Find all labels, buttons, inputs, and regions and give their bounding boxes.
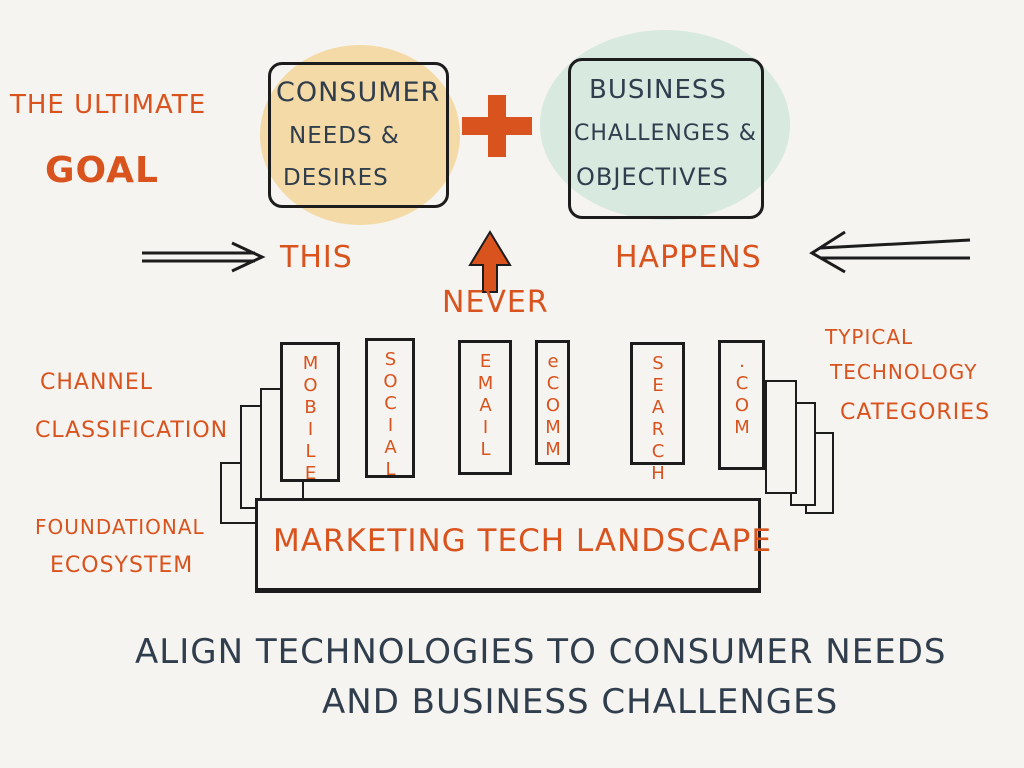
goal-line1: THE ULTIMATE [10, 90, 207, 120]
happens-label: HAPPENS [615, 240, 762, 275]
business-line3: OBJECTIVES [576, 163, 729, 191]
consumer-line3: DESIRES [283, 165, 389, 191]
consumer-needs-box: CONSUMER NEEDS & DESIRES [268, 62, 449, 208]
stack-back-right-0 [765, 380, 797, 494]
up-arrow-icon [468, 230, 512, 293]
plus-icon [462, 95, 532, 157]
consumer-line1: CONSUMER [276, 77, 441, 108]
foundational-line2: ECOSYSTEM [50, 553, 194, 578]
column-mobile: MOBILE [280, 342, 340, 485]
conclusion-line2: AND BUSINESS CHALLENGES [322, 682, 839, 722]
typical-line2: TECHNOLOGY [830, 360, 978, 384]
consumer-line2: NEEDS & [289, 123, 400, 149]
goal-line2: GOAL [45, 150, 159, 191]
column-search: SEARCH [630, 342, 685, 485]
channel-line2: CLASSIFICATION [35, 418, 229, 443]
right-arrow-icon [809, 230, 971, 274]
business-challenges-box: BUSINESS CHALLENGES & OBJECTIVES [568, 58, 764, 219]
business-line1: BUSINESS [589, 75, 727, 105]
column-label-ecomm: eCOMM [542, 351, 564, 461]
column-label-mobile: MOBILE [300, 353, 321, 485]
green-watercolor-wash [540, 30, 790, 220]
column-label-social: SOCIAL [380, 349, 401, 481]
business-line2: CHALLENGES & [574, 121, 757, 146]
column-label-com: .COM [731, 351, 753, 439]
typical-line3: CATEGORIES [840, 400, 991, 425]
left-arrow-icon [142, 241, 266, 273]
foundational-line1: FOUNDATIONAL [35, 515, 205, 539]
landscape-label: MARKETING TECH LANDSCAPE [273, 523, 772, 559]
column-social: SOCIAL [365, 338, 415, 481]
column-label-email: EMAIL [475, 351, 496, 461]
this-label: THIS [280, 240, 353, 275]
never-label: NEVER [442, 285, 549, 320]
typical-line1: TYPICAL [825, 325, 914, 349]
column-label-search: SEARCH [647, 353, 669, 485]
marketing-tech-landscape-box: MARKETING TECH LANDSCAPE [255, 498, 771, 593]
column-email: EMAIL [458, 340, 512, 475]
column-com: .COM [718, 340, 765, 470]
channel-line1: CHANNEL [40, 370, 154, 395]
column-ecomm: eCOMM [535, 340, 570, 465]
conclusion-line1: ALIGN TECHNOLOGIES TO CONSUMER NEEDS [135, 632, 947, 672]
yellow-watercolor-wash [260, 45, 460, 225]
